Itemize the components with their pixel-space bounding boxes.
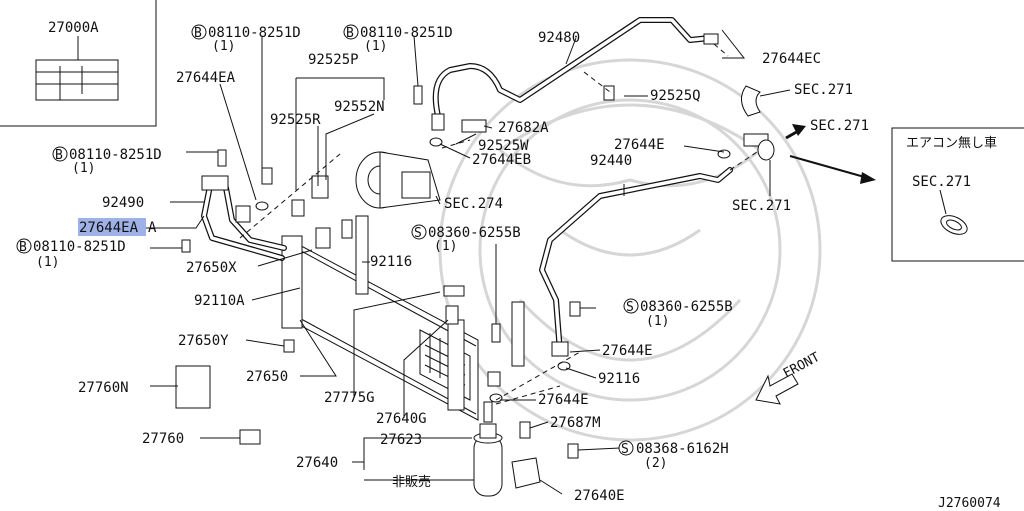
label-27644ea-top[interactable]: 27644EA — [176, 70, 236, 86]
label-bolt-d4[interactable]: 08110-8251D — [33, 239, 126, 255]
no-aircon-title: エアコン無し車 — [906, 136, 997, 151]
label-screw-b1-qty: (1) — [434, 239, 457, 254]
label-bolt-d1-qty: (1) — [212, 39, 235, 54]
label-27650[interactable]: 27650 — [246, 369, 288, 385]
arrow-to-box — [789, 155, 876, 184]
marker-icons: B B B B S S S — [16, 24, 639, 457]
label-92525q[interactable]: 92525Q — [650, 88, 701, 104]
label-sec271-b[interactable]: SEC.271 — [810, 118, 869, 134]
label-sec271-a[interactable]: SEC.271 — [794, 82, 853, 98]
condenser — [281, 235, 479, 421]
svg-text:B: B — [194, 26, 202, 41]
fittings — [175, 33, 775, 459]
label-27760n[interactable]: 27760N — [78, 380, 129, 396]
pipe-92440 — [539, 167, 733, 355]
label-92110a[interactable]: 92110A — [194, 293, 245, 309]
label-screw-b1[interactable]: 08360-6255B — [428, 225, 521, 241]
front-arrow-icon: FRONT — [755, 350, 823, 405]
label-92116-a[interactable]: 92116 — [370, 254, 412, 270]
drier-bracket — [511, 457, 541, 489]
pipe-92490 — [201, 183, 287, 261]
svg-text:S: S — [626, 300, 634, 315]
label-screw-b2[interactable]: 08360-6255B — [640, 299, 733, 315]
label-27644eb[interactable]: 27644EB — [472, 152, 531, 168]
compressor — [355, 151, 441, 209]
label-92525r[interactable]: 92525R — [270, 112, 321, 128]
part-labels[interactable]: 27644EA 08110-8251D (1) 08110-8251D (1) … — [33, 25, 1001, 511]
receiver-drier — [473, 423, 541, 497]
label-27650y[interactable]: 27650Y — [178, 333, 229, 349]
inset-box: 27000A — [0, 0, 157, 127]
no-aircon-box[interactable]: エアコン無し車 SEC.271 — [891, 127, 1024, 262]
label-92440[interactable]: 92440 — [590, 153, 632, 169]
svg-text:S: S — [621, 442, 629, 457]
label-sec271-c[interactable]: SEC.271 — [732, 198, 791, 214]
label-bolt-d2[interactable]: 08110-8251D — [360, 25, 453, 41]
svg-text:B: B — [346, 26, 354, 41]
label-bolt-d1[interactable]: 08110-8251D — [208, 25, 301, 41]
label-27644e-a[interactable]: 27644E — [614, 137, 665, 153]
pipe-92480 — [432, 17, 713, 119]
label-92480[interactable]: 92480 — [538, 30, 580, 46]
label-27640[interactable]: 27640 — [296, 455, 338, 471]
label-screw-b2-qty: (1) — [646, 314, 669, 329]
label-screw-h[interactable]: 08368-6162H — [636, 441, 729, 457]
label-27644e-b[interactable]: 27644E — [602, 343, 653, 359]
label-not-for-sale: 非販売 — [392, 474, 431, 490]
label-92552n[interactable]: 92552N — [334, 99, 385, 115]
label-92490[interactable]: 92490 — [102, 195, 144, 211]
label-27775g[interactable]: 27775G — [324, 390, 375, 406]
arrow-sec271-up — [785, 124, 806, 140]
label-27644ea-suffix: A — [148, 220, 157, 236]
label-27682a[interactable]: 27682A — [498, 120, 549, 136]
inset-box-label: 27000A — [48, 20, 99, 36]
label-92525p[interactable]: 92525P — [308, 52, 359, 68]
label-92525w[interactable]: 92525W — [478, 138, 529, 154]
label-27623[interactable]: 27623 — [380, 432, 422, 448]
label-bolt-d2-qty: (1) — [364, 39, 387, 54]
label-27644ea-highlighted[interactable]: 27644EA — [79, 220, 139, 236]
label-screw-h-qty: (2) — [644, 456, 667, 471]
label-bolt-d3[interactable]: 08110-8251D — [69, 147, 162, 163]
label-27640e[interactable]: 27640E — [574, 488, 625, 504]
no-aircon-sec271-label: SEC.271 — [912, 174, 971, 190]
svg-text:B: B — [55, 148, 63, 163]
label-bolt-d3-qty: (1) — [72, 161, 95, 176]
label-sec274[interactable]: SEC.274 — [444, 196, 503, 212]
svg-text:B: B — [19, 240, 27, 255]
label-27644ec[interactable]: 27644EC — [762, 51, 821, 67]
highlight-box — [78, 218, 146, 236]
label-27640g[interactable]: 27640G — [376, 411, 427, 427]
label-27650x[interactable]: 27650X — [186, 260, 237, 276]
leader-lines — [146, 29, 791, 495]
diagram-code: J2760074 — [938, 496, 1001, 511]
label-27687m[interactable]: 27687M — [550, 415, 601, 431]
label-bolt-d4-qty: (1) — [36, 255, 59, 270]
label-27760[interactable]: 27760 — [142, 431, 184, 447]
label-92116-b[interactable]: 92116 — [598, 371, 640, 387]
label-27644e-c[interactable]: 27644E — [538, 392, 589, 408]
svg-text:S: S — [414, 226, 422, 241]
